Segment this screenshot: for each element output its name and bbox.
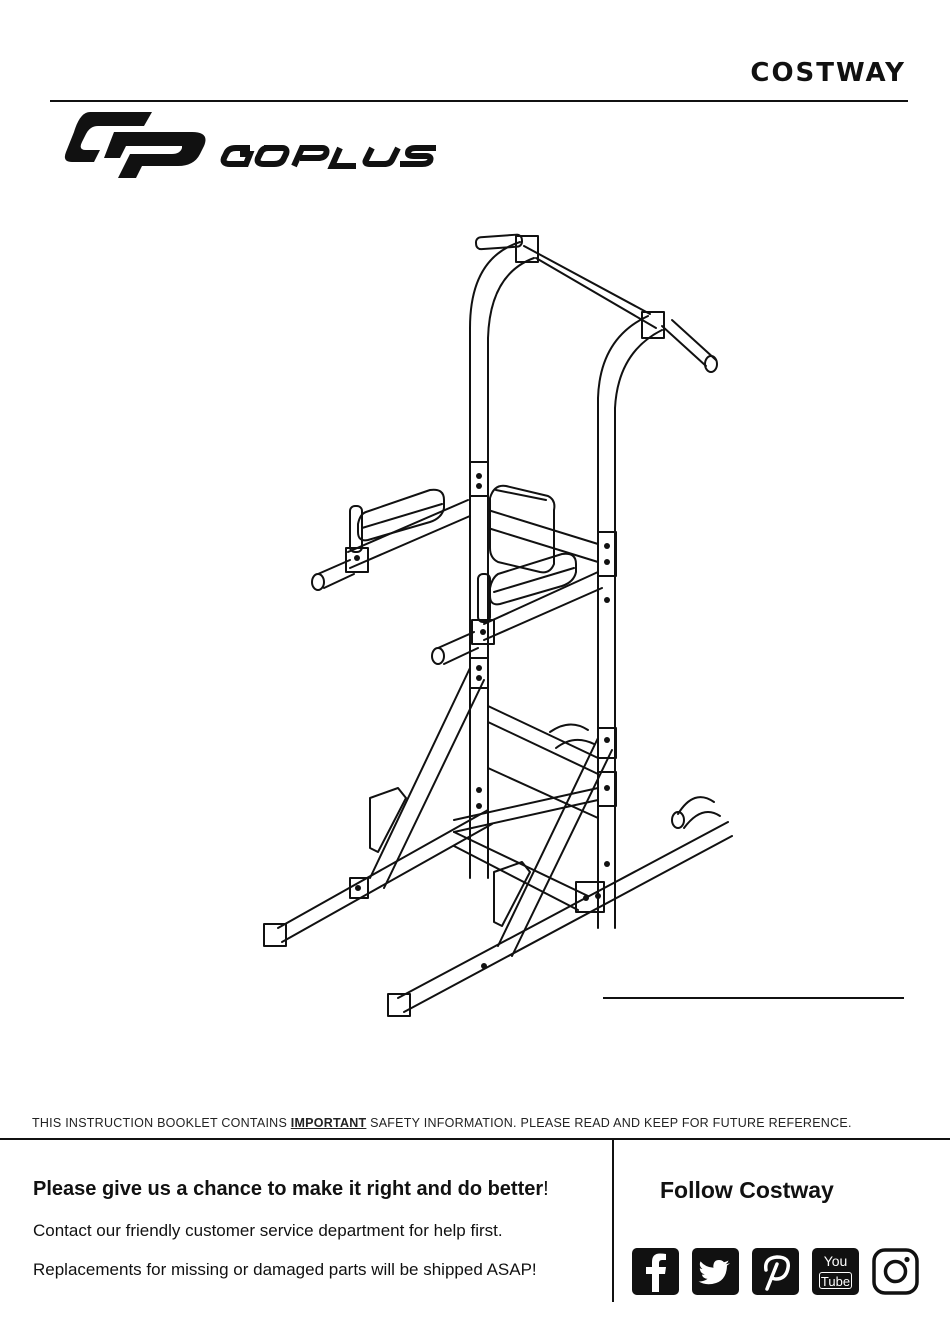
youtube-label-tube: Tube	[819, 1272, 852, 1289]
safety-notice-prefix: THIS INSTRUCTION BOOKLET CONTAINS	[32, 1116, 291, 1130]
youtube-icon[interactable]: You Tube	[812, 1248, 859, 1295]
pinterest-icon[interactable]	[752, 1248, 799, 1295]
social-icons: You Tube	[632, 1248, 919, 1295]
youtube-label-you: You	[823, 1253, 848, 1269]
safety-notice: THIS INSTRUCTION BOOKLET CONTAINS IMPORT…	[32, 1116, 922, 1130]
power-tower-illustration	[263, 233, 733, 1017]
twitter-icon[interactable]	[692, 1248, 739, 1295]
feedback-headline-text: Please give us a chance to make it right…	[33, 1178, 544, 1200]
facebook-icon[interactable]	[632, 1248, 679, 1295]
header-rule	[50, 100, 908, 102]
feedback-headline-excl: !	[543, 1178, 549, 1200]
goplus-wordmark	[220, 145, 436, 169]
contact-text: Contact our friendly customer service de…	[33, 1221, 503, 1240]
instagram-icon[interactable]	[872, 1248, 919, 1295]
gp-emblem-icon	[64, 112, 206, 178]
important-label: IMPORTANT	[290, 1116, 367, 1130]
costway-brand: COSTWAY	[750, 58, 906, 88]
replacement-text: Replacements for missing or damaged part…	[33, 1260, 537, 1279]
follow-title: Follow Costway	[660, 1177, 834, 1203]
footer-rule	[0, 1138, 950, 1140]
model-number-line	[603, 997, 904, 999]
feedback-headline: Please give us a chance to make it right…	[33, 1178, 549, 1201]
goplus-logo	[64, 112, 436, 178]
safety-notice-suffix: SAFETY INFORMATION. PLEASE READ AND KEEP…	[366, 1116, 852, 1130]
footer-divider	[612, 1140, 614, 1302]
